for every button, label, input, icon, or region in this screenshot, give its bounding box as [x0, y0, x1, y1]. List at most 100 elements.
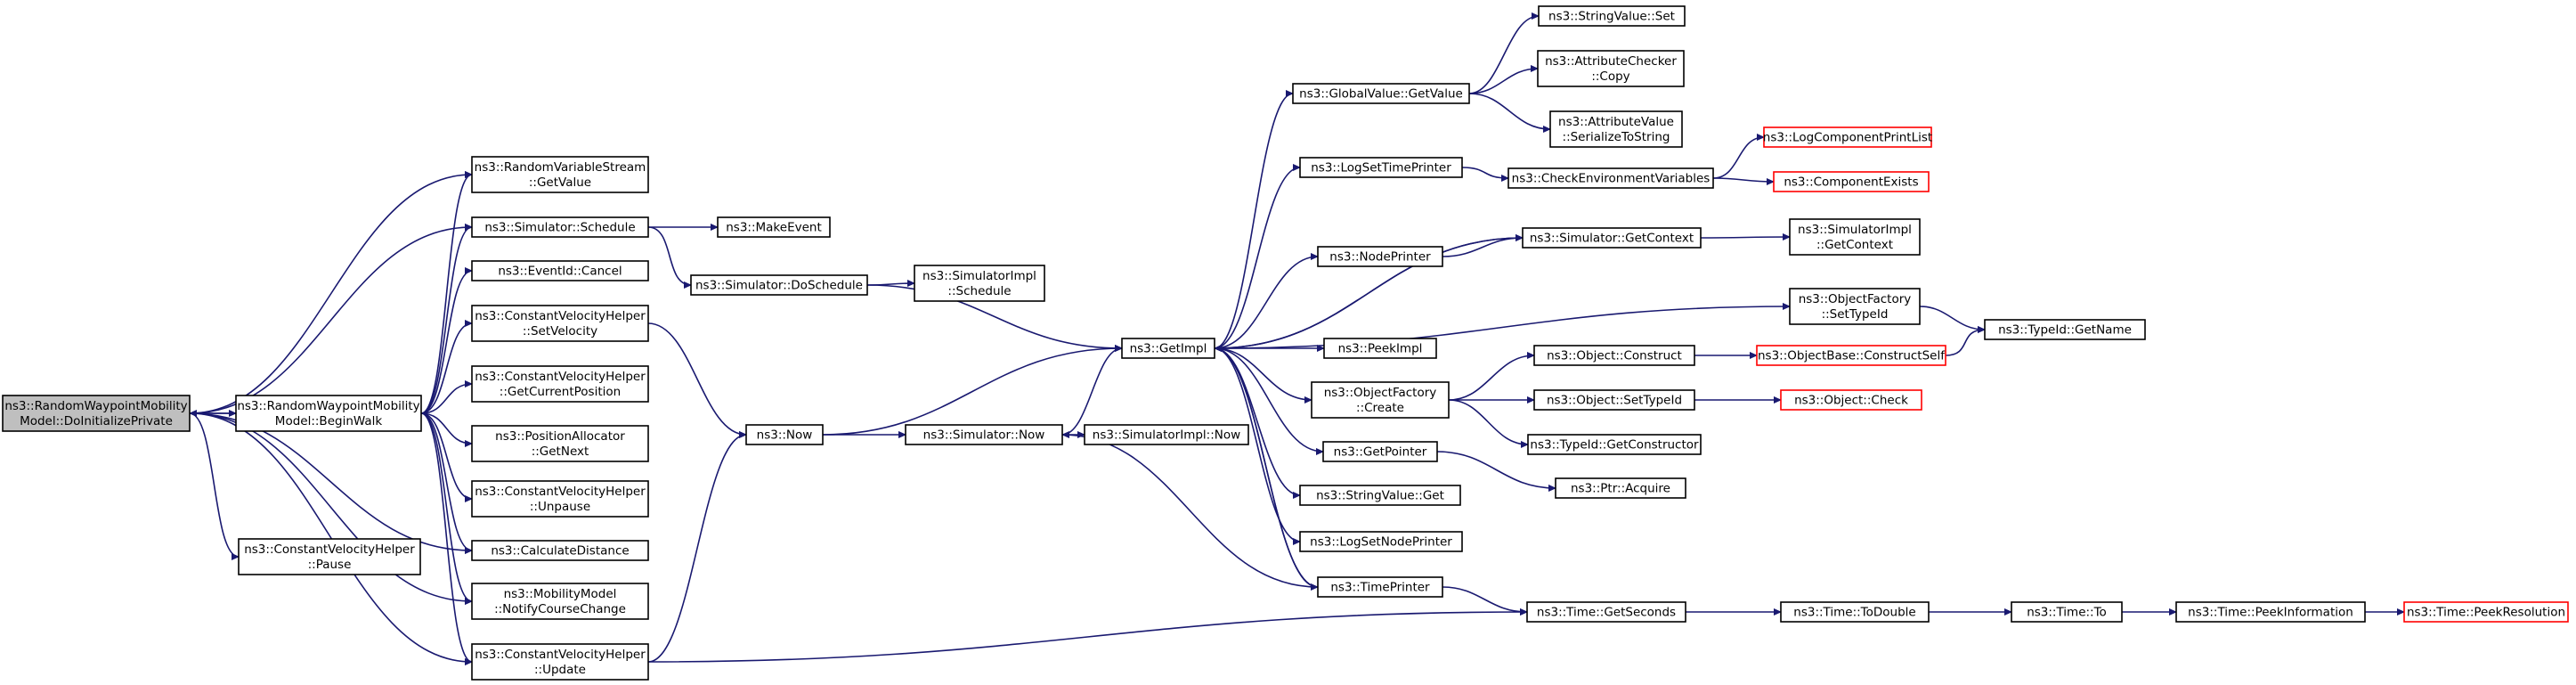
edge-line — [1448, 355, 1534, 401]
edge-timeprinter-to-time_getseconds — [1442, 586, 1527, 612]
edge-globalvalue_getvalue-to-attrchecker_copy — [1468, 69, 1538, 94]
edge-line — [420, 412, 472, 550]
node-label-line: ns3::SimulatorImpl — [922, 269, 1036, 283]
edge-beginwalk-to-sim_schedule — [420, 227, 472, 414]
node-label-line: ns3::Simulator::Now — [923, 428, 1045, 443]
node-object-check[interactable]: ns3::Object::Check — [1780, 389, 1922, 411]
edge-beginwalk-to-notifycourse — [420, 412, 472, 601]
node-logcompprintlist[interactable]: ns3::LogComponentPrintList — [1763, 126, 1932, 148]
node-objectbase-constructself[interactable]: ns3::ObjectBase::ConstructSelf — [1756, 345, 1946, 366]
node-simimpl-getcontext[interactable]: ns3::SimulatorImpl::GetContext — [1789, 218, 1921, 256]
node-cvh-getcurpos[interactable]: ns3::ConstantVelocityHelper::GetCurrentP… — [471, 365, 649, 403]
node-time-getseconds[interactable]: ns3::Time::GetSeconds — [1526, 601, 1686, 623]
node-sim-now[interactable]: ns3::Simulator::Now — [905, 424, 1063, 445]
node-time-peekinfo[interactable]: ns3::Time::PeekInformation — [2175, 601, 2366, 623]
edge-root-to-cvh_update — [189, 412, 472, 662]
edge-root-to-sim_schedule — [189, 227, 472, 414]
node-label-line: ns3::ConstantVelocityHelper — [475, 485, 646, 499]
node-sim-schedule[interactable]: ns3::Simulator::Schedule — [471, 216, 649, 238]
node-time-to[interactable]: ns3::Time::To — [2011, 601, 2123, 623]
edge-objfactory_create-to-typeid_getconstructor — [1448, 399, 1528, 444]
node-label-line: ns3::StringValue::Get — [1316, 489, 1444, 503]
edge-line — [420, 175, 472, 414]
node-peekimpl[interactable]: ns3::PeekImpl — [1323, 338, 1437, 359]
node-globalvalue-getvalue[interactable]: ns3::GlobalValue::GetValue — [1292, 83, 1470, 104]
edge-line — [420, 412, 472, 601]
edge-beginwalk-to-cvh_unpause — [420, 412, 472, 499]
node-box — [905, 424, 1063, 445]
edge-sim_getcontext-to-simimpl_getcontext — [1700, 237, 1790, 238]
node-typeid-getname[interactable]: ns3::TypeId::GetName — [1984, 319, 2146, 340]
edge-getimpl-to-globalvalue_getvalue — [1214, 94, 1293, 349]
node-root[interactable]: ns3::RandomWaypointMobilityModel::DoInit… — [2, 395, 191, 432]
node-attrchecker-copy[interactable]: ns3::AttributeChecker::Copy — [1537, 50, 1685, 87]
edge-line — [1214, 306, 1790, 349]
node-label-line: ns3::Object::Construct — [1547, 349, 1682, 363]
node-objfactory-settypeid[interactable]: ns3::ObjectFactory::SetTypeId — [1789, 288, 1921, 325]
node-label-line: ns3::StringValue::Set — [1548, 10, 1675, 24]
node-box — [1537, 50, 1685, 87]
node-box — [1311, 381, 1450, 419]
node-simimpl-now[interactable]: ns3::SimulatorImpl::Now — [1084, 424, 1249, 445]
node-label-line: ns3::SimulatorImpl — [1798, 223, 1912, 237]
node-pause[interactable]: ns3::ConstantVelocityHelper::Pause — [238, 538, 421, 575]
node-logsetnodeprinter[interactable]: ns3::LogSetNodePrinter — [1299, 531, 1463, 552]
node-checkenvvars[interactable]: ns3::CheckEnvironmentVariables — [1507, 167, 1714, 189]
node-object-construct[interactable]: ns3::Object::Construct — [1533, 345, 1695, 366]
node-notifycourse[interactable]: ns3::MobilityModel::NotifyCourseChange — [471, 583, 649, 620]
node-label-line: ::Copy — [1591, 69, 1629, 84]
node-rvs-getvalue[interactable]: ns3::RandomVariableStream::GetValue — [471, 156, 649, 193]
node-nodeprinter[interactable]: ns3::NodePrinter — [1317, 246, 1443, 267]
edge-line — [420, 271, 472, 414]
node-time-todouble[interactable]: ns3::Time::ToDouble — [1780, 601, 1930, 623]
node-calcdist[interactable]: ns3::CalculateDistance — [471, 540, 649, 561]
node-box — [471, 540, 649, 561]
node-sim-doschedule[interactable]: ns3::Simulator::DoSchedule — [690, 274, 868, 296]
node-objfactory-create[interactable]: ns3::ObjectFactory::Create — [1311, 381, 1450, 419]
node-stringvalue-get[interactable]: ns3::StringValue::Get — [1299, 485, 1461, 506]
edge-line — [189, 412, 472, 662]
node-object-settypeid[interactable]: ns3::Object::SetTypeId — [1533, 389, 1695, 411]
node-box — [1780, 601, 1930, 623]
edge-line — [189, 175, 472, 414]
node-ptr-acquire[interactable]: ns3::Ptr::Acquire — [1555, 477, 1686, 499]
node-now[interactable]: ns3::Now — [745, 424, 824, 445]
edge-line — [420, 227, 472, 414]
node-simimpl-schedule[interactable]: ns3::SimulatorImpl::Schedule — [914, 265, 1045, 302]
node-getimpl[interactable]: ns3::GetImpl — [1121, 338, 1215, 359]
node-compexists[interactable]: ns3::ComponentExists — [1773, 171, 1930, 192]
node-logsettimeprinter[interactable]: ns3::LogSetTimePrinter — [1299, 157, 1463, 178]
edge-line — [1214, 347, 1300, 495]
node-makeevent[interactable]: ns3::MakeEvent — [717, 216, 831, 238]
node-stringvalue-set[interactable]: ns3::StringValue::Set — [1538, 5, 1686, 27]
node-sim-getcontext[interactable]: ns3::Simulator::GetContext — [1522, 227, 1702, 249]
node-time-peekresolution[interactable]: ns3::Time::PeekResolution — [2403, 601, 2569, 623]
node-layer: ns3::RandomWaypointMobilityModel::DoInit… — [2, 5, 2569, 681]
node-cvh-update[interactable]: ns3::ConstantVelocityHelper::Update — [471, 643, 649, 681]
node-typeid-getconstructor[interactable]: ns3::TypeId::GetConstructor — [1527, 434, 1702, 455]
node-label-line: ns3::GetPointer — [1334, 445, 1427, 460]
node-label-line: ns3::LogSetTimePrinter — [1311, 161, 1451, 175]
node-box — [1121, 338, 1215, 359]
edge-line — [189, 412, 239, 557]
node-label-line: ns3::CheckEnvironmentVariables — [1512, 172, 1711, 186]
edge-root-to-pause — [189, 412, 239, 557]
node-eventid-cancel[interactable]: ns3::EventId::Cancel — [471, 260, 649, 281]
node-label-line: ::GetContext — [1816, 238, 1893, 252]
node-attrvalue-serialize[interactable]: ns3::AttributeValue::SerializeToString — [1549, 110, 1683, 148]
edge-getimpl-to-objfactory_create — [1214, 347, 1312, 400]
node-cvh-setvelocity[interactable]: ns3::ConstantVelocityHelper::SetVelocity — [471, 305, 649, 342]
edge-line — [1214, 347, 1300, 542]
node-timeprinter[interactable]: ns3::TimePrinter — [1317, 576, 1443, 598]
node-posalloc-getnext[interactable]: ns3::PositionAllocator::GetNext — [471, 425, 649, 462]
edge-cvh_setvelocity-to-now — [647, 322, 746, 435]
node-beginwalk[interactable]: ns3::RandomWaypointMobilityModel::BeginW… — [235, 395, 422, 432]
edge-beginwalk-to-rvs_getvalue — [420, 175, 472, 414]
node-getpointer[interactable]: ns3::GetPointer — [1322, 441, 1438, 462]
edge-line — [1214, 347, 1312, 400]
node-label-line: ::SerializeToString — [1563, 130, 1670, 144]
node-box — [745, 424, 824, 445]
node-label-line: Model::BeginWalk — [275, 414, 383, 428]
edge-root-to-calcdist — [189, 412, 472, 550]
node-cvh-unpause[interactable]: ns3::ConstantVelocityHelper::Unpause — [471, 480, 649, 518]
